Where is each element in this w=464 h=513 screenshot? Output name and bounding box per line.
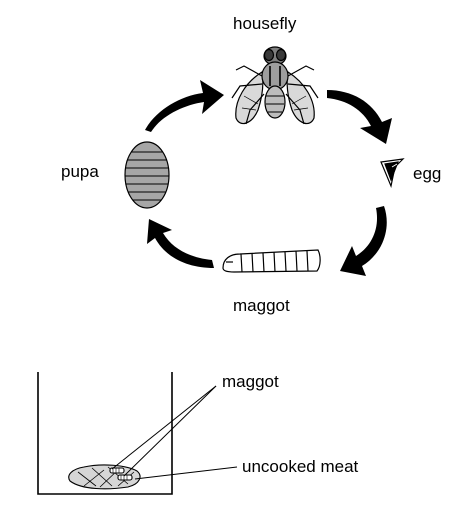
arrow-maggot-to-pupa	[147, 219, 214, 268]
housefly-icon	[231, 46, 319, 125]
callout-lines	[111, 385, 238, 480]
label-jar-maggot: maggot	[222, 372, 279, 391]
label-housefly: housefly	[233, 14, 297, 33]
arrow-icon	[145, 80, 392, 276]
label-egg: egg	[413, 164, 442, 183]
arrow-adult-to-egg	[327, 90, 392, 144]
meat-icon	[68, 464, 141, 490]
label-maggot: maggot	[233, 296, 290, 315]
label-pupa: pupa	[61, 162, 99, 181]
pupa-icon	[124, 141, 170, 209]
maggot-icon	[222, 249, 321, 273]
jar-icon	[37, 372, 173, 495]
arrow-pupa-to-adult	[145, 80, 224, 132]
egg-icon	[380, 158, 405, 189]
arrow-egg-to-maggot	[340, 206, 387, 276]
label-uncooked-meat: uncooked meat	[242, 457, 359, 476]
